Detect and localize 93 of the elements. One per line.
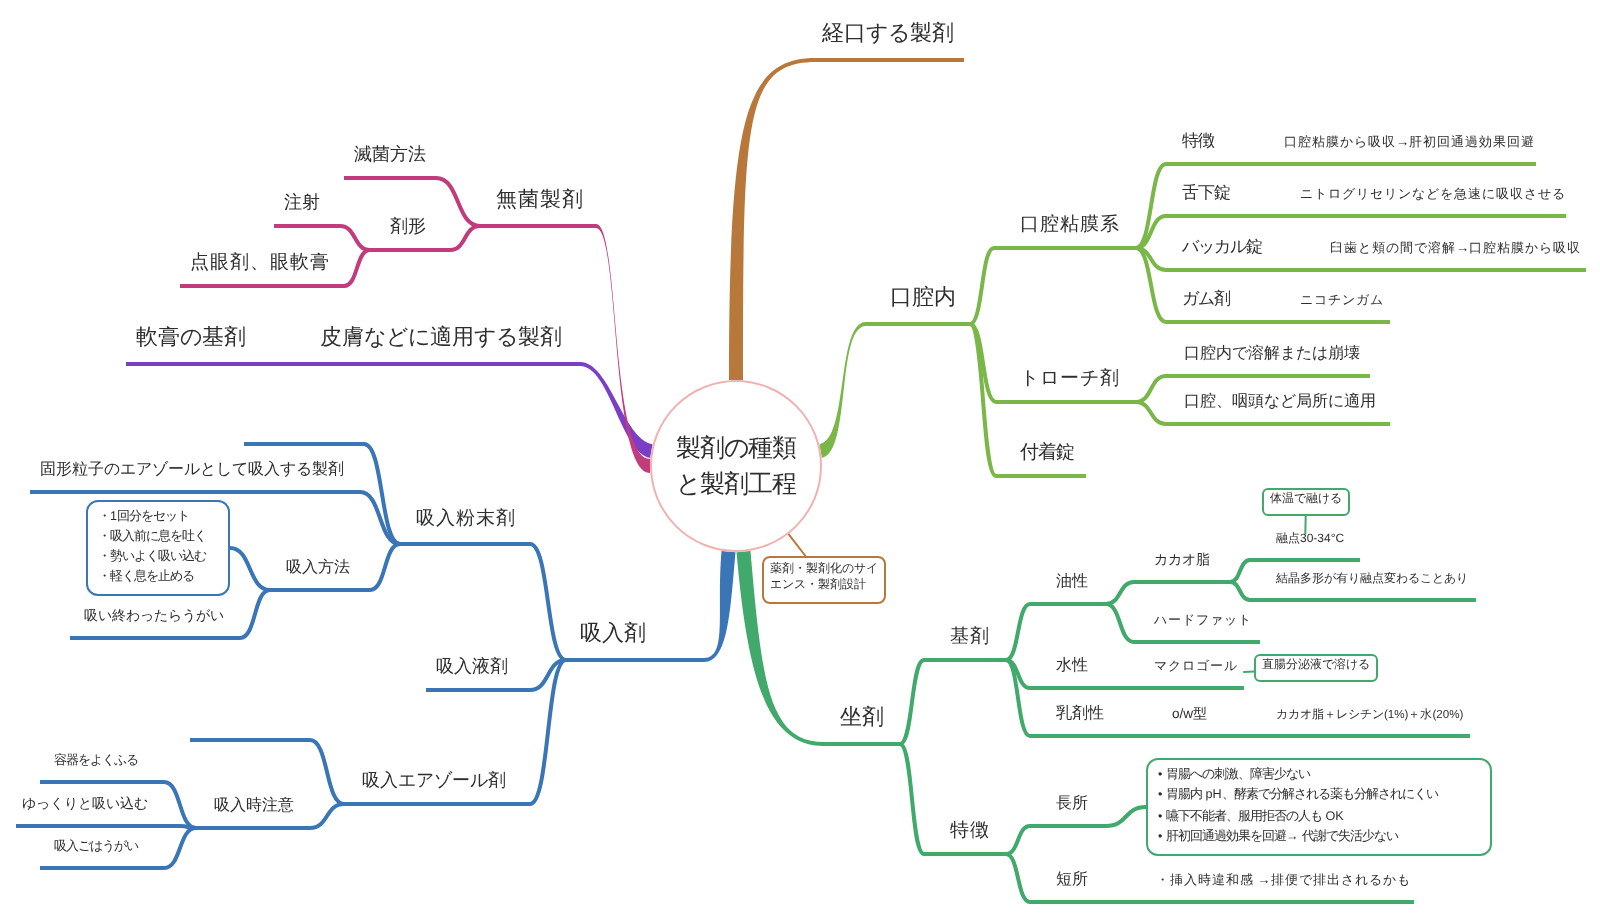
branch-label: 坐剤 <box>824 705 900 746</box>
branch-line <box>1134 374 1168 404</box>
branch-label: トローチ剤 <box>996 367 1136 404</box>
branch-line <box>1004 658 1032 738</box>
branch-label: 乳剤性 <box>1030 704 1120 738</box>
branch-label: 特徴 <box>1166 132 1256 166</box>
branch-line <box>528 542 568 662</box>
branch-label: 軟膏の基剤 <box>126 325 266 366</box>
branch-line <box>308 802 346 830</box>
branch-label: 口腔内で溶解または崩壊 <box>1166 344 1370 378</box>
branch-line <box>1104 602 1136 644</box>
branch-label: 吸入方法 <box>270 558 370 592</box>
branch-line <box>968 322 998 404</box>
branch-label: 点眼剤、眼軟膏 <box>180 251 344 288</box>
branch-label: 吸入粉末剤 <box>400 508 530 546</box>
branch-line <box>1254 162 1276 166</box>
branch-line <box>264 362 302 366</box>
branch-line <box>1004 852 1032 904</box>
branch-label: 水性 <box>1030 656 1106 690</box>
central-topic: 製剤の種類と製剤工程 <box>650 380 822 552</box>
branch-label: 無菌製剤 <box>480 188 596 228</box>
main-branch <box>704 551 736 662</box>
branch-label: 固形粒子のエアゾールとして吸入する製剤 <box>30 460 360 494</box>
note-box <box>1146 758 1492 856</box>
branch-label: 口腔粘膜系 <box>994 213 1136 250</box>
branch-line <box>434 176 482 228</box>
branch-label: 吸入剤 <box>566 621 704 662</box>
branch-line <box>1104 805 1148 828</box>
branch-label: 長所 <box>1030 794 1106 828</box>
leader-line <box>1243 670 1255 673</box>
branch-label: 油性 <box>1030 572 1106 606</box>
branch-line <box>898 742 926 856</box>
branch-label: 付着錠 <box>996 441 1086 478</box>
branch-line <box>162 780 198 830</box>
branch-line <box>1104 686 1134 690</box>
branch-line <box>1248 734 1262 738</box>
branch-line <box>1228 558 1252 584</box>
branch-line <box>238 588 272 640</box>
branch-label: 特徴 <box>924 819 1006 856</box>
leader-line <box>1304 515 1307 535</box>
branch-line <box>358 490 402 546</box>
branch-label: 吸入液剤 <box>426 655 530 692</box>
branch-label: バッカル錠 <box>1166 238 1310 272</box>
branch-line <box>1104 900 1138 904</box>
branch-line <box>178 824 198 830</box>
branch-line <box>1004 824 1032 856</box>
branch-line <box>342 248 372 288</box>
branch-line <box>1134 246 1168 272</box>
branch-underline <box>190 738 310 742</box>
branch-line <box>528 658 568 806</box>
branch-line <box>1134 246 1168 324</box>
branch-label: 経口する製剤 <box>816 21 964 62</box>
branch-line <box>1118 734 1152 738</box>
branch-label: 吸入時注意 <box>196 796 310 830</box>
branch-line <box>228 546 272 592</box>
branch-label: 皮膚などに適用する製剤 <box>300 325 580 366</box>
branch-label: ガム剤 <box>1166 290 1280 324</box>
branch-line <box>968 246 996 326</box>
branch-label: 舌下錠 <box>1166 184 1280 218</box>
branch-underline <box>244 442 364 446</box>
branch-line <box>1104 580 1136 606</box>
branch-line <box>308 738 346 806</box>
branch-line <box>1004 602 1032 662</box>
branch-line <box>528 658 568 692</box>
branch-line <box>898 658 926 746</box>
branch-line <box>1004 658 1032 690</box>
branch-line <box>1278 214 1292 218</box>
branch-label: 口腔、咽頭など局所に適用 <box>1166 392 1390 426</box>
main-branch <box>819 322 866 458</box>
branch-label: 滅菌方法 <box>344 143 436 180</box>
branch-line <box>1308 268 1322 272</box>
branch-line <box>1134 162 1168 250</box>
branch-label: 口腔内 <box>866 285 970 326</box>
branch-label: 基剤 <box>924 625 1006 662</box>
branch-line <box>1228 580 1252 602</box>
main-branch <box>736 551 824 746</box>
branch-label: 注射 <box>274 192 340 228</box>
branch-label: 吸入エアゾール剤 <box>344 769 530 806</box>
note-box <box>86 500 230 596</box>
branch-line <box>368 542 402 592</box>
main-branch <box>729 58 816 380</box>
branch-line <box>1134 400 1168 426</box>
main-branch <box>596 224 650 473</box>
branch-label: 剤形 <box>370 216 450 252</box>
branch-line <box>162 826 198 870</box>
branch-label: 短所 <box>1030 870 1106 904</box>
branch-line <box>1278 320 1292 324</box>
branch-line <box>968 322 998 478</box>
branch-line <box>1134 214 1168 250</box>
leader-line <box>787 533 807 557</box>
branch-line <box>362 442 402 546</box>
branch-line <box>448 224 482 252</box>
branch-line <box>338 224 372 252</box>
